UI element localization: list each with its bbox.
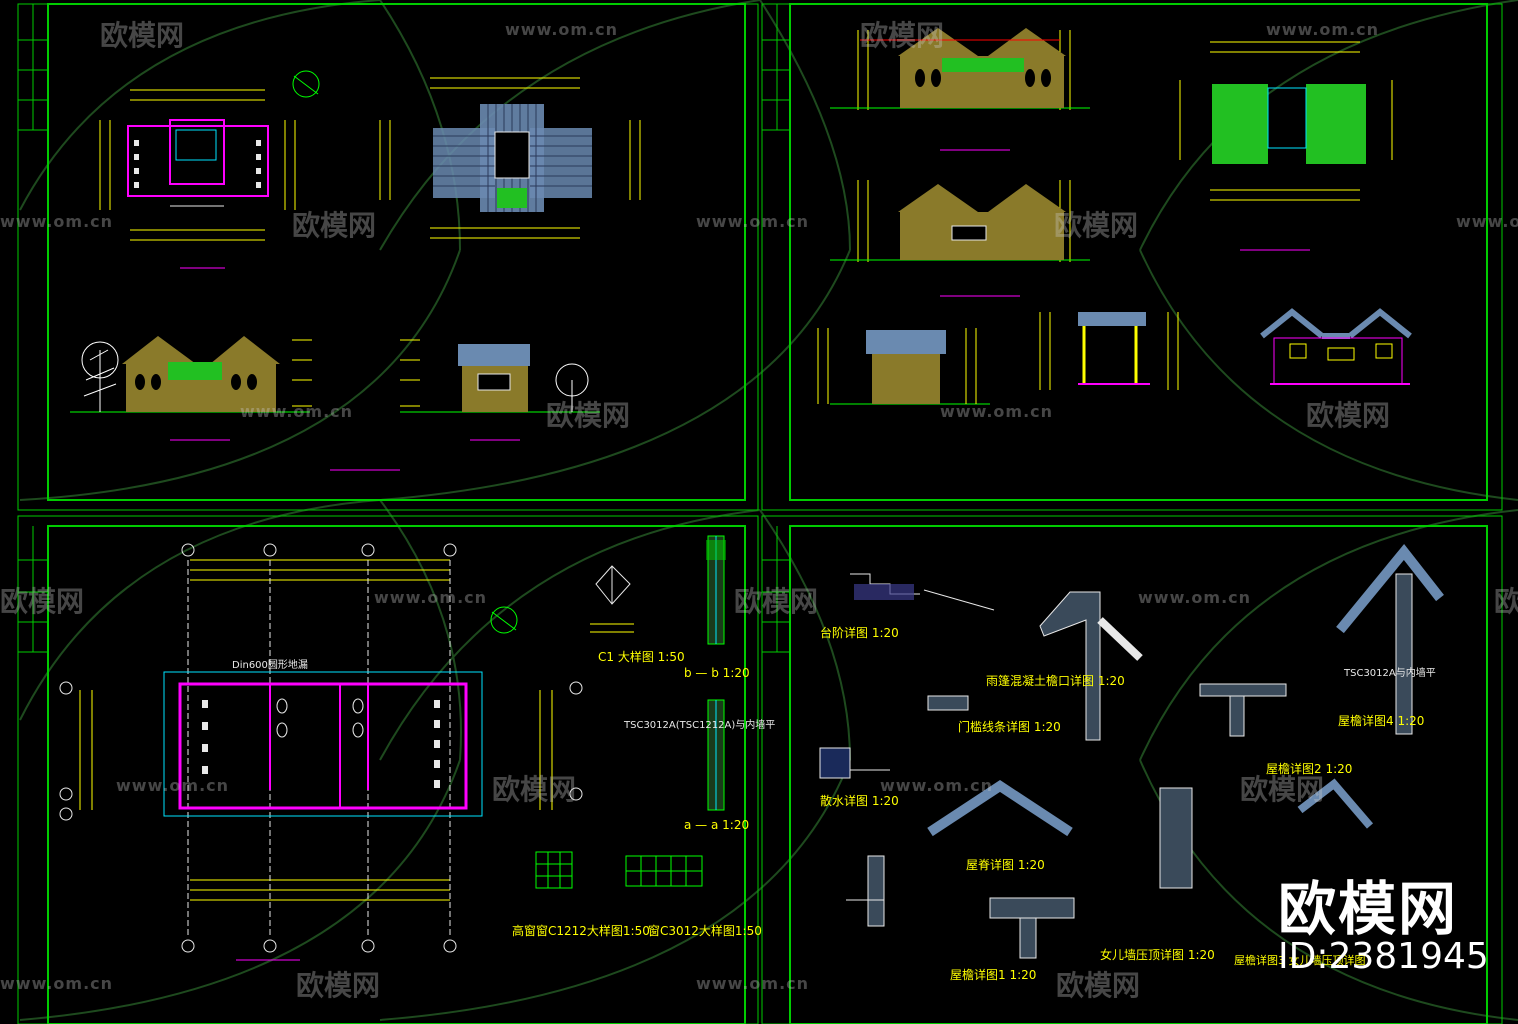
front-elevation-small	[70, 336, 312, 441]
detail-7-label: 雨篷混凝土檐口详图 1:20	[986, 674, 1125, 688]
section-2-2	[1260, 308, 1412, 385]
detail-11-eave-4	[1336, 544, 1444, 735]
detail-5-eave-1	[846, 855, 885, 927]
window-c1-detail	[590, 565, 634, 633]
detail-2-drain	[819, 747, 890, 779]
tree-left	[81, 341, 119, 412]
window-c1212-label: 高窗窗C1212大样图1:50	[512, 924, 650, 938]
window-c1212-detail	[535, 851, 573, 889]
detail-10-label: 屋檐详图3 女儿墙压顶详图	[1234, 954, 1366, 967]
tsc-note-1: TSC3012A(TSC1212A)与内墙平	[624, 720, 776, 731]
detail-3-label: 门槛线条详图 1:20	[958, 720, 1061, 734]
b-b-section-label: b — b 1:20	[684, 666, 750, 680]
detail-4-ridge	[927, 780, 1073, 837]
detail-4-label: 屋脊详图 1:20	[966, 858, 1045, 872]
brand-id: ID:2381945	[1278, 936, 1489, 977]
section-1-1	[1039, 312, 1179, 390]
watermark-arcs	[19, 0, 1518, 1021]
elevation-north	[830, 180, 1090, 297]
detail-7-canopy-eave	[1039, 591, 1143, 741]
brand-logo: 欧模网	[1278, 875, 1459, 943]
tree-right	[555, 363, 589, 412]
detail-6-eave-2	[1199, 683, 1287, 737]
window-section-a-a	[707, 699, 725, 811]
detail-5-label: 屋檐详图1 1:20	[950, 968, 1037, 982]
floor-drain-note: Din600圆形地漏	[232, 660, 308, 671]
elevation-south	[830, 28, 1090, 151]
window-section-b-b	[706, 535, 726, 645]
detail-11-label: 屋檐详图4 1:20	[1338, 714, 1425, 728]
detail-10-eave-3	[1159, 778, 1374, 889]
north-arrow-top-left	[292, 70, 320, 98]
side-elevation-small	[400, 339, 600, 441]
elevation-east	[817, 328, 990, 405]
tsc-note-2: TSC3012A与内墙平	[1344, 668, 1436, 679]
window-c3012-label: 窗C3012大样图1:50	[648, 924, 762, 938]
enlarged-floor-plan	[59, 543, 583, 961]
sheet-frames	[17, 3, 1503, 1024]
a-a-section-label: a — a 1:20	[684, 818, 750, 832]
detail-2-label: 散水详图 1:20	[820, 794, 899, 808]
detail-8-parapet	[989, 897, 1075, 959]
window-c3012-detail	[625, 855, 703, 887]
detail-1-label: 台阶详图 1:20	[820, 626, 899, 640]
detail-3-threshold	[927, 695, 969, 711]
detail-1-steps	[850, 573, 995, 611]
roof-plan	[379, 77, 641, 239]
north-arrow-bottom-left	[490, 606, 518, 634]
floor-plan-small	[99, 89, 296, 269]
detail-8-label: 女儿墙压顶详图 1:20	[1100, 948, 1215, 962]
floor-plan-top-right	[1179, 41, 1393, 251]
detail-6-label: 屋檐详图2 1:20	[1266, 762, 1353, 776]
c1-detail-label: C1 大样图 1:50	[598, 650, 685, 664]
